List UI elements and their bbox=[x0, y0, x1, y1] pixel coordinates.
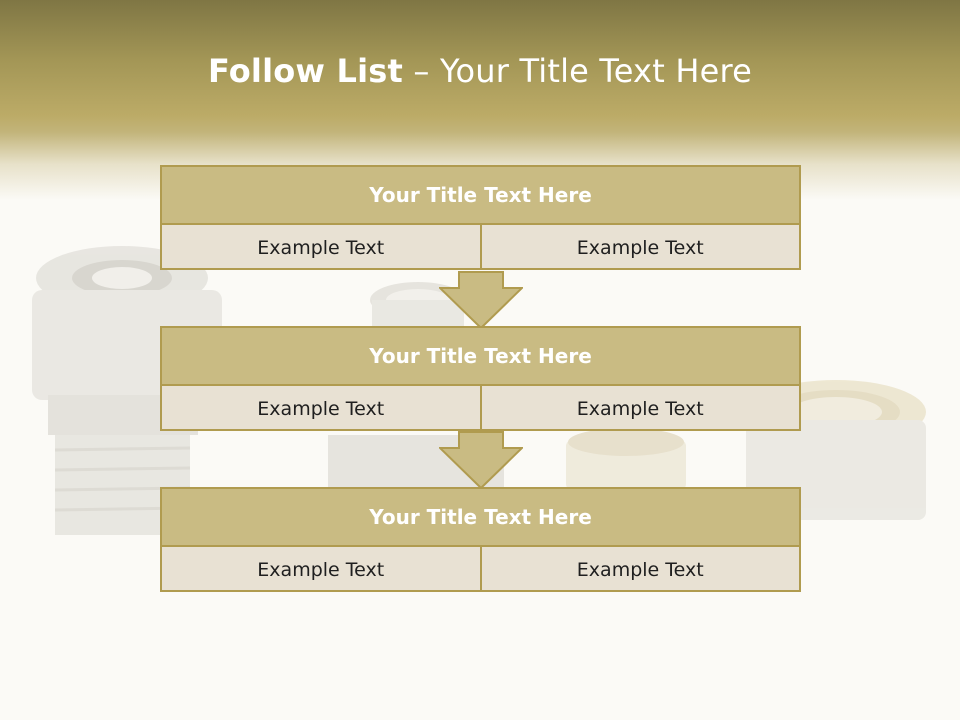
step-title-2: Your Title Text Here bbox=[162, 328, 799, 386]
step-card-1: Your Title Text Here Example Text Exampl… bbox=[160, 165, 801, 270]
step-title-3: Your Title Text Here bbox=[162, 489, 799, 547]
down-arrow-icon bbox=[439, 431, 523, 489]
step-3-cell-right: Example Text bbox=[479, 547, 800, 592]
slide-title-bold: Follow List bbox=[207, 52, 404, 90]
step-2-cell-left: Example Text bbox=[257, 397, 385, 420]
slide-title: Follow List – Your Title Text Here bbox=[0, 52, 960, 90]
step-row-3: Example Text Example Text bbox=[162, 547, 799, 592]
step-row-1: Example Text Example Text bbox=[162, 225, 799, 270]
step-3-cell-left: Example Text bbox=[257, 558, 385, 581]
slide-title-rest: – Your Title Text Here bbox=[403, 52, 753, 90]
down-arrow-icon bbox=[439, 271, 523, 329]
step-card-3: Your Title Text Here Example Text Exampl… bbox=[160, 487, 801, 592]
step-2-cell-right: Example Text bbox=[479, 386, 800, 431]
step-1-cell-left: Example Text bbox=[257, 236, 385, 259]
step-row-2: Example Text Example Text bbox=[162, 386, 799, 431]
step-1-cell-right: Example Text bbox=[479, 225, 800, 270]
step-card-2: Your Title Text Here Example Text Exampl… bbox=[160, 326, 801, 431]
step-title-1: Your Title Text Here bbox=[162, 167, 799, 225]
